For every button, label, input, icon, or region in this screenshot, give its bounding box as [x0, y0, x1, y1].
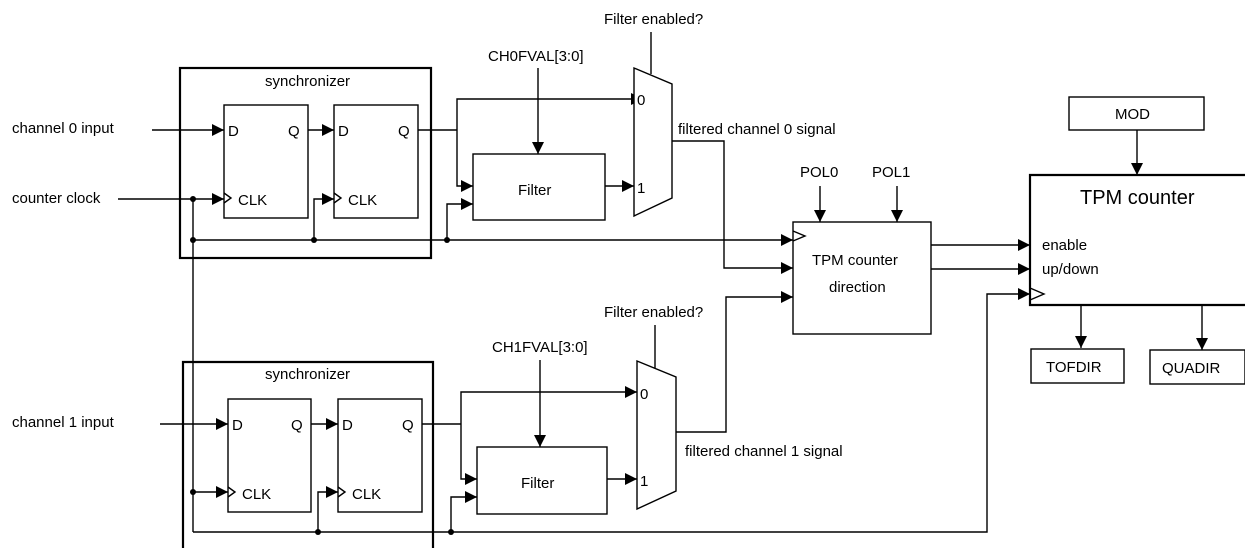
svg-text:0: 0 [640, 386, 648, 403]
ch0-mux [633, 66, 673, 218]
direction-block: TPM counter direction POL0 POL1 [792, 164, 1030, 335]
synchronizer-1-frame [181, 360, 435, 548]
ch1-mux [636, 359, 677, 511]
tpm-counter-direction-box [792, 221, 932, 335]
ch0-flipflop-2 [333, 104, 419, 219]
svg-text:direction: direction [829, 279, 886, 296]
ch1-flipflop-1 [227, 398, 312, 513]
channel-1-path: synchronizer channel 1 input D Q CLK D Q… [12, 288, 1030, 548]
svg-text:Filter: Filter [521, 475, 554, 492]
svg-text:D: D [338, 123, 349, 140]
synchronizer-0-frame [178, 66, 433, 260]
channel-0-input-label: channel 0 input [12, 120, 115, 137]
synchronizer-0-title: synchronizer [265, 73, 350, 90]
pol1-label: POL1 [872, 164, 910, 181]
ch1-filter [476, 446, 608, 515]
ch0-filtered-signal-label: filtered channel 0 signal [678, 121, 836, 138]
svg-text:CLK: CLK [352, 486, 381, 503]
channel-1-input-label: channel 1 input [12, 414, 115, 431]
tpm-counter-title: TPM counter [1080, 187, 1195, 209]
svg-text:D: D [342, 417, 353, 434]
tpm-counter-block: MOD TPM counter enable up/down TOFDIR QU… [1028, 96, 1245, 385]
svg-text:Filter: Filter [518, 182, 551, 199]
channel-0-path: synchronizer channel 0 input D Q CLK D Q… [12, 11, 836, 494]
pol0-label: POL0 [800, 164, 838, 181]
svg-text:D: D [232, 417, 243, 434]
ch0-filter-value-label: CH0FVAL[3:0] [488, 48, 584, 65]
ch1-filtered-signal-label: filtered channel 1 signal [685, 443, 843, 460]
svg-text:CLK: CLK [348, 192, 377, 209]
quadir-box [1149, 349, 1245, 385]
ch0-flipflop-1 [223, 104, 309, 219]
svg-text:TPM counter: TPM counter [812, 252, 898, 269]
tofdir-label: TOFDIR [1046, 359, 1102, 376]
mod-box [1068, 96, 1205, 131]
updown-label: up/down [1042, 261, 1099, 278]
ch1-filter-value-label: CH1FVAL[3:0] [492, 339, 588, 356]
tofdir-box [1030, 348, 1125, 384]
svg-text:Q: Q [288, 123, 300, 140]
svg-text:0: 0 [637, 92, 645, 109]
synchronizer-1-title: synchronizer [265, 366, 350, 383]
svg-text:Q: Q [291, 417, 303, 434]
ch1-filter-enabled-label: Filter enabled? [604, 304, 703, 321]
svg-text:Q: Q [398, 123, 410, 140]
quadir-label: QUADIR [1162, 360, 1221, 377]
mod-label: MOD [1115, 106, 1150, 123]
tpm-counter-box [1028, 173, 1245, 307]
svg-text:D: D [228, 123, 239, 140]
svg-text:Q: Q [402, 417, 414, 434]
counter-clock-label: counter clock [12, 190, 101, 207]
ch1-flipflop-2 [337, 398, 423, 513]
enable-label: enable [1042, 237, 1087, 254]
svg-text:1: 1 [640, 473, 648, 490]
svg-text:CLK: CLK [242, 486, 271, 503]
ch0-filter [472, 153, 606, 221]
svg-text:CLK: CLK [238, 192, 267, 209]
ch0-filter-enabled-label: Filter enabled? [604, 11, 703, 28]
svg-text:1: 1 [637, 180, 645, 197]
